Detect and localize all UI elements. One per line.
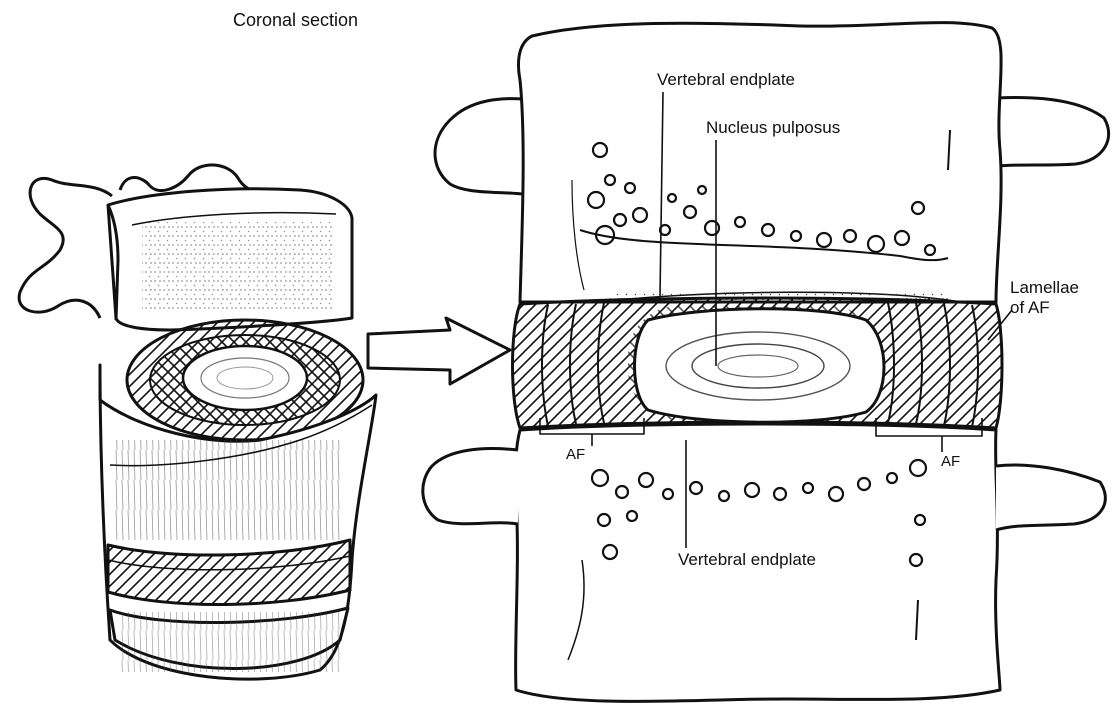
- lower-left-process: [423, 449, 518, 524]
- label-lamellae-line2: of AF: [1010, 298, 1079, 318]
- upper-left-process: [435, 99, 535, 196]
- label-af-left: AF: [566, 446, 585, 463]
- label-nucleus-pulposus: Nucleus pulposus: [706, 118, 840, 138]
- label-vertebral-endplate-bottom: Vertebral endplate: [678, 550, 816, 570]
- nucleus-pulposus-outline: [635, 309, 885, 423]
- label-vertebral-endplate-top: Vertebral endplate: [657, 70, 795, 90]
- label-lamellae-of-af: Lamellae of AF: [1010, 278, 1079, 317]
- upper-right-process: [997, 98, 1109, 166]
- direction-arrow: [368, 318, 510, 384]
- intervertebral-disc: [513, 298, 1003, 428]
- label-af-right: AF: [941, 453, 960, 470]
- posterior-process: [19, 178, 112, 318]
- vertebra-3d-sketch: [19, 165, 376, 679]
- figure-title: Coronal section: [233, 10, 358, 31]
- lower-right-process: [996, 465, 1105, 530]
- label-lamellae-line1: Lamellae: [1010, 278, 1079, 298]
